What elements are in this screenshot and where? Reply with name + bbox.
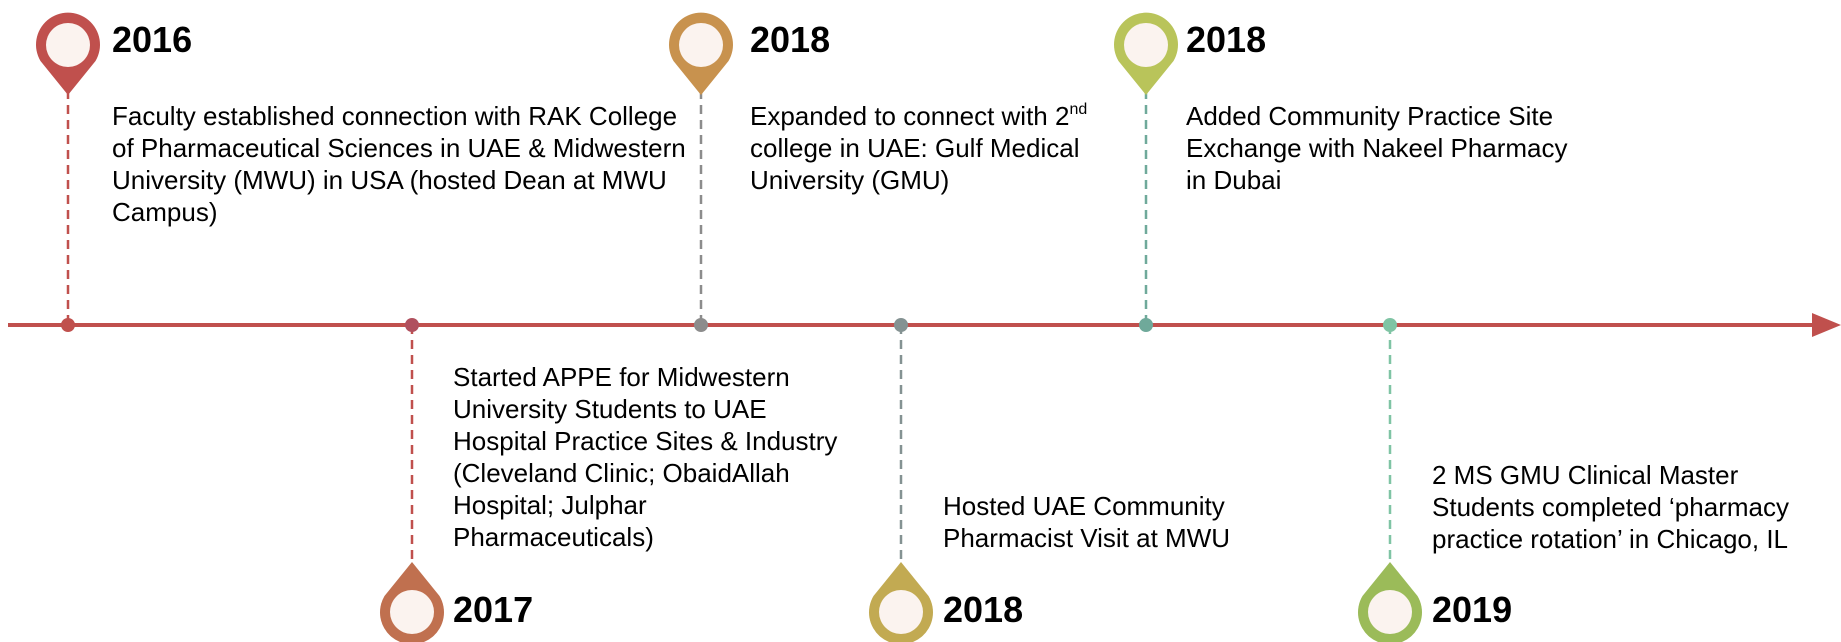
ordinal-superscript: nd bbox=[1069, 101, 1088, 118]
event-year-2018-visit: 2018 bbox=[943, 589, 1024, 630]
event-desc-line: University (GMU) bbox=[750, 165, 950, 195]
event-desc-line: Exchange with Nakeel Pharmacy bbox=[1186, 133, 1568, 163]
event-description-2019: 2 MS GMU Clinical Master Students comple… bbox=[1432, 459, 1789, 555]
timeline-dot bbox=[1383, 318, 1397, 332]
event-desc-line: Hosted UAE Community bbox=[943, 491, 1225, 521]
event-desc-line: Hospital; Julphar bbox=[453, 490, 647, 520]
event-desc-line: Added Community Practice Site bbox=[1186, 101, 1554, 131]
event-desc-line: practice rotation’ in Chicago, IL bbox=[1432, 524, 1789, 554]
event-desc-line: University (MWU) in USA (hosted Dean at … bbox=[112, 165, 667, 195]
event-description-2018-visit: Hosted UAE Community Pharmacist Visit at… bbox=[943, 490, 1230, 554]
event-desc-line: of Pharmaceutical Sciences in UAE & Midw… bbox=[112, 133, 686, 163]
timeline-dot bbox=[694, 318, 708, 332]
map-pin-icon bbox=[36, 12, 100, 95]
event-description-2016: Faculty established connection with RAK … bbox=[112, 100, 686, 228]
map-pin-icon bbox=[669, 12, 733, 95]
event-desc-line: Pharmaceuticals) bbox=[453, 522, 654, 552]
timeline-dot bbox=[61, 318, 75, 332]
event-desc-line: Expanded to connect with 2nd bbox=[750, 100, 1087, 132]
map-pin-icon bbox=[1114, 12, 1178, 95]
event-desc-line: University Students to UAE bbox=[453, 394, 767, 424]
event-desc-line: Pharmacist Visit at MWU bbox=[943, 523, 1231, 553]
event-year-2018-nakeel: 2018 bbox=[1186, 19, 1267, 60]
map-pin-icon bbox=[380, 562, 444, 642]
timeline-dot bbox=[405, 318, 419, 332]
timeline-arrowhead bbox=[1812, 313, 1841, 337]
event-desc-line: college in UAE: Gulf Medical bbox=[750, 133, 1080, 163]
event-desc-line: Started APPE for Midwestern bbox=[453, 362, 790, 392]
event-desc-line: Campus) bbox=[112, 197, 218, 227]
event-year-2019: 2019 bbox=[1432, 589, 1513, 630]
event-year-2017: 2017 bbox=[453, 589, 534, 630]
event-desc-line: 2 MS GMU Clinical Master bbox=[1432, 460, 1739, 490]
event-description-2018-gmu: Expanded to connect with 2nd college in … bbox=[750, 100, 1087, 196]
event-desc-line: in Dubai bbox=[1186, 165, 1282, 195]
event-description-2018-nakeel: Added Community Practice Site Exchange w… bbox=[1186, 100, 1568, 196]
event-desc-line: Students completed ‘pharmacy bbox=[1432, 492, 1789, 522]
map-pin-icon bbox=[1358, 562, 1422, 642]
event-year-2018-gmu: 2018 bbox=[750, 19, 831, 60]
event-desc-line: (Cleveland Clinic; ObaidAllah bbox=[453, 458, 790, 488]
event-desc-line: Faculty established connection with RAK … bbox=[112, 101, 678, 131]
event-desc-line: Hospital Practice Sites & Industry bbox=[453, 426, 838, 456]
event-year-2016: 2016 bbox=[112, 19, 193, 60]
event-description-2017: Started APPE for Midwestern University S… bbox=[453, 361, 837, 553]
timeline-dot bbox=[894, 318, 908, 332]
map-pin-icon bbox=[869, 562, 933, 642]
event-desc-text: Expanded to connect with 2 bbox=[750, 101, 1070, 131]
timeline-dot bbox=[1139, 318, 1153, 332]
